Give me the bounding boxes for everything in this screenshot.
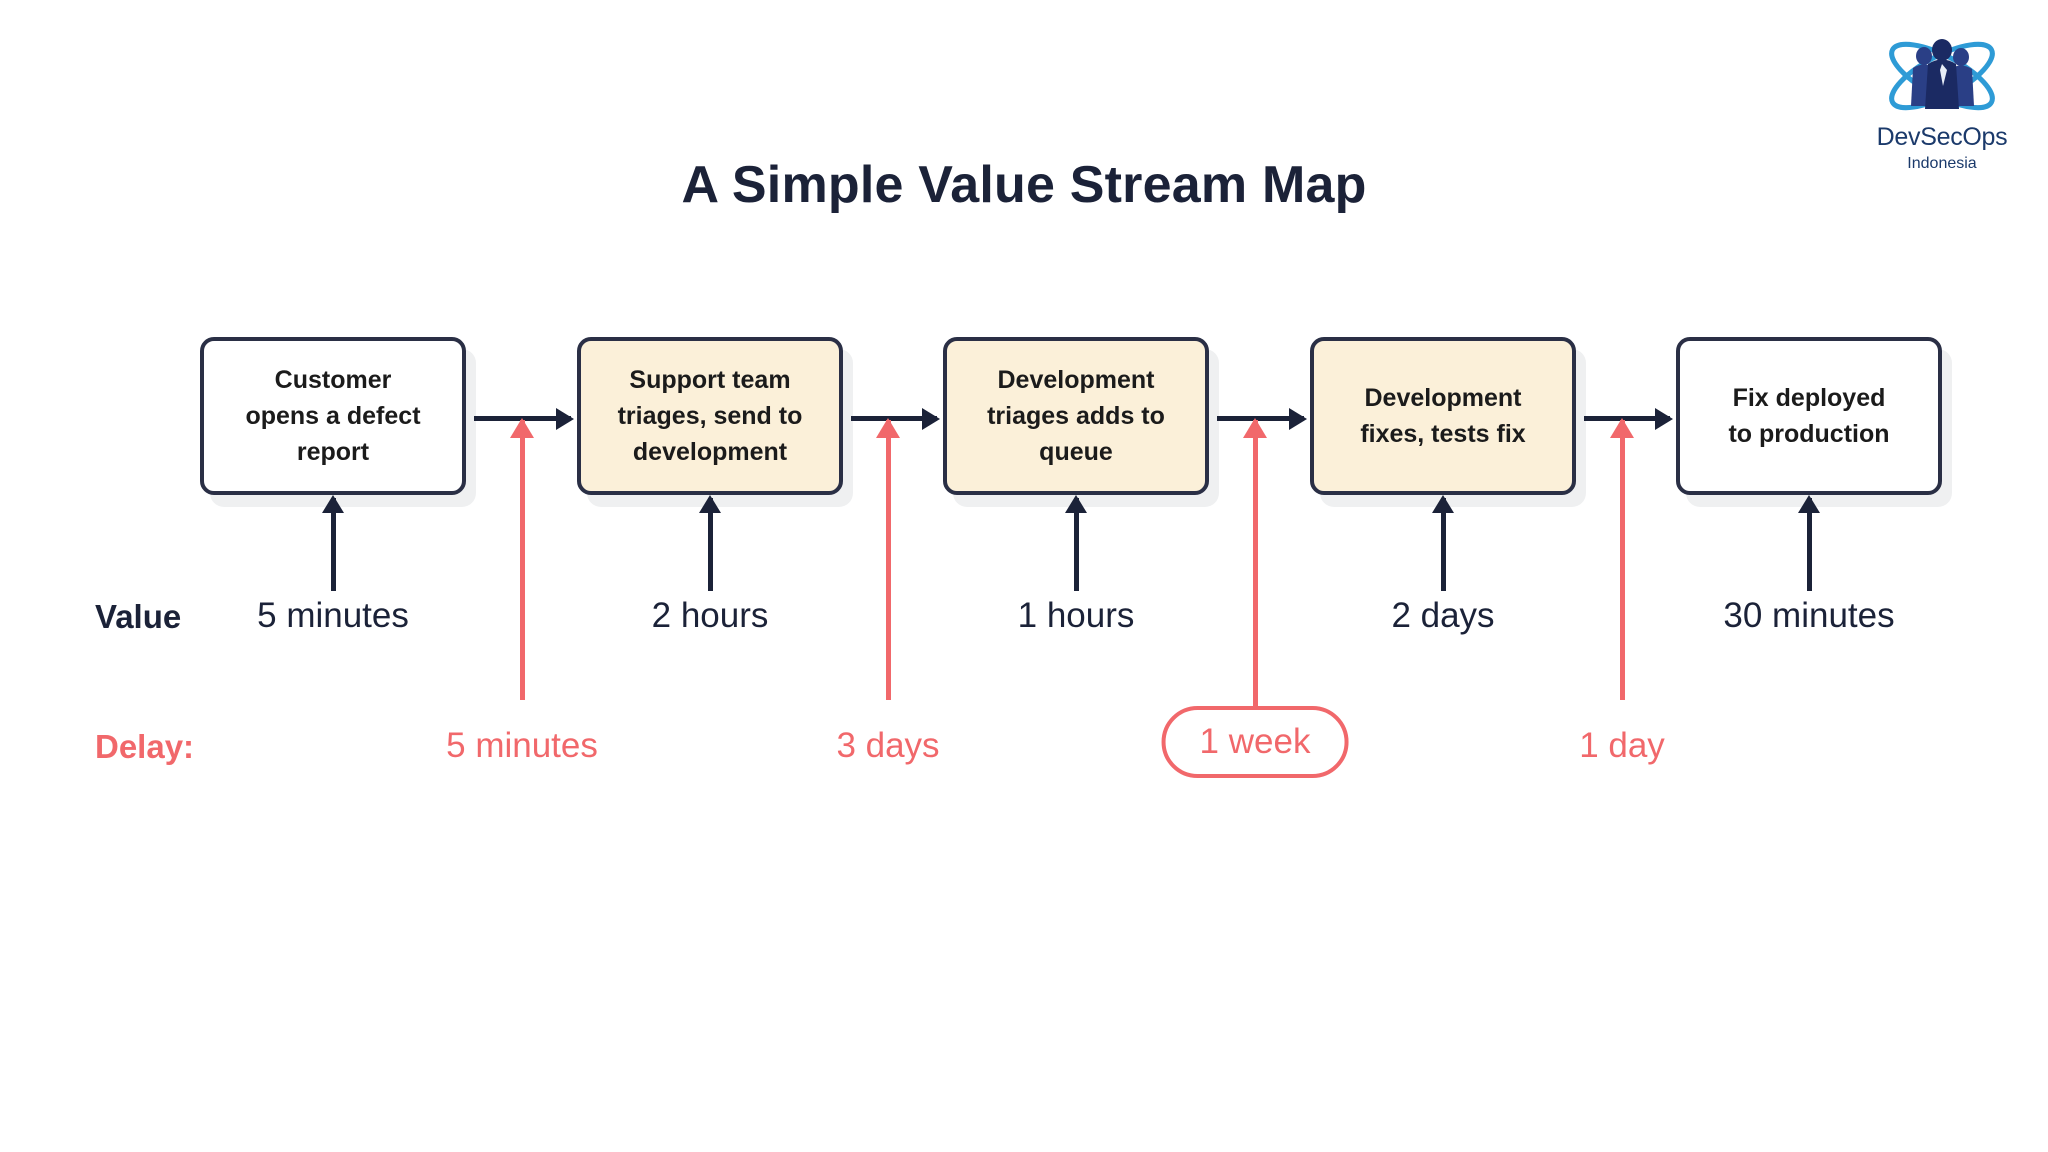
delay-row-label: Delay: [95, 728, 195, 765]
devsecops-orbit-people-logo-icon [1889, 39, 1995, 111]
value-arrow-5 [1806, 498, 1812, 591]
delay-time-2: 3 days [836, 726, 940, 765]
value-arrow-4 [1440, 498, 1446, 591]
process-box-label: Fix deployed to production [1728, 383, 1890, 448]
delay-time-1: 5 minutes [446, 726, 598, 765]
value-time-3: 1 hours [1017, 596, 1135, 635]
value-arrow-1 [330, 498, 336, 591]
logo-subtitle: Indonesia [1907, 154, 1977, 172]
process-box-2[interactable]: Support team triages, send to developmen… [577, 337, 843, 495]
value-time-5: 30 minutes [1723, 596, 1895, 635]
value-time-1: 5 minutes [257, 596, 409, 635]
value-time-2: 2 hours [651, 596, 769, 635]
process-box-4[interactable]: Development fixes, tests fix [1310, 337, 1576, 495]
delay-arrow-3 [1252, 420, 1258, 712]
delay-arrow-4 [1619, 420, 1625, 700]
delay-arrow-1 [519, 420, 525, 700]
process-box-3[interactable]: Development triages adds to queue [943, 337, 1209, 495]
value-arrow-2 [707, 498, 713, 591]
process-box-label: Development fixes, tests fix [1360, 383, 1526, 448]
value-time-4: 2 days [1391, 596, 1495, 635]
value-arrow-3 [1073, 498, 1079, 591]
process-box-1[interactable]: Customer opens a defect report [200, 337, 466, 495]
process-box-label: Support team triages, send to developmen… [617, 365, 803, 467]
page-title: A Simple Value Stream Map [681, 156, 1367, 214]
value-row-label: Value [95, 598, 182, 635]
delay-arrow-2 [885, 420, 891, 700]
process-box-5[interactable]: Fix deployed to production [1676, 337, 1942, 495]
process-box-label: Development triages adds to queue [987, 365, 1165, 467]
devsecops-logo: DevSecOps Indonesia [1872, 30, 2012, 180]
logo-title: DevSecOps [1876, 123, 2008, 151]
delay-time-3: 1 week [1161, 706, 1349, 778]
process-box-label: Customer opens a defect report [245, 365, 421, 467]
delay-time-4: 1 day [1579, 726, 1665, 765]
